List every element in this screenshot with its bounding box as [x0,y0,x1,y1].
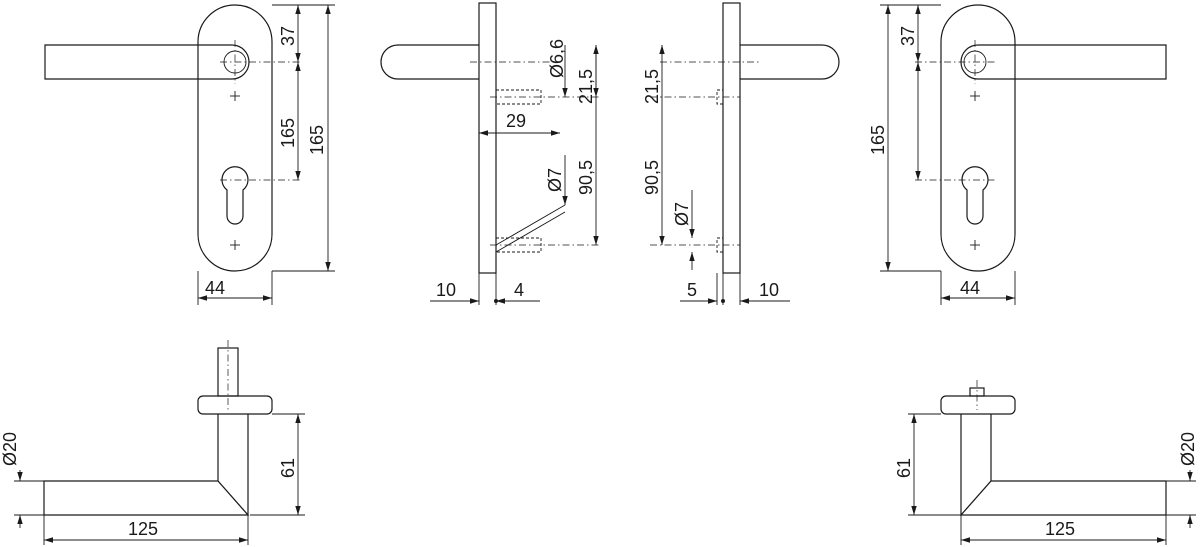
top-view-right: 61 Ø20 125 [894,380,1198,545]
cylinder-keyhole [961,166,989,225]
dimension-width: 44 [960,278,980,298]
pin-leader [495,211,566,253]
lower-pin-diameter: Ø7 [545,168,565,192]
lever-length: 125 [1045,519,1075,539]
lower-pin-diameter: Ø7 [672,202,692,226]
side-view-right: 21,5 90,5 Ø7 5 10 [642,2,840,305]
dimension-spacing: 165 [278,118,298,148]
rose-thickness: 10 [759,280,779,300]
upper-pin-diameter: Ø6,6 [547,39,567,78]
lever-diameter: Ø20 [0,432,20,466]
screw-mark [970,240,980,250]
lower-pin-stub [716,237,724,253]
lever-side-outline [740,44,840,80]
rose-outline [940,395,1016,415]
dimension-top-offset: 37 [278,26,298,46]
cylinder-keyhole [221,166,249,225]
pin-offset: 5 [687,280,697,300]
screw-mark [230,240,240,250]
rose-thickness: 10 [436,280,456,300]
lever-outline [960,44,1167,80]
upper-pin-spacing: 21,5 [576,69,596,104]
lever-top-outline [959,414,1167,516]
lever-side-outline [380,44,479,80]
upper-pin-stub [716,89,724,105]
rose-plate-outline [940,4,1016,272]
projection: 61 [278,458,298,478]
rose-side-outline [478,2,497,274]
projection: 61 [894,458,914,478]
pin-spacing: 90,5 [576,160,596,195]
upper-pin-spacing: 21,5 [642,69,662,104]
pin-leader [495,204,566,246]
pin-length: 29 [506,111,526,131]
lever-top-outline [43,414,250,516]
rose-outline [197,395,273,415]
lever-length: 125 [128,519,158,539]
screw-mark [230,91,240,101]
screw-mark [970,91,980,101]
pin-spacing: 90,5 [642,160,662,195]
rose-side-outline [722,2,741,274]
dimension-height: 165 [868,125,888,155]
side-view-left: 21,5 90,5 Ø6,6 Ø7 29 10 4 [380,2,600,305]
dimension-height: 165 [307,125,327,155]
top-view-left: Ø20 61 125 [0,340,305,545]
rose-plate-outline [197,4,273,272]
dimension-width: 44 [205,278,225,298]
front-view-right: 44 165 37 [868,4,1167,305]
dimension-top-offset: 37 [898,26,918,46]
lever-outline [44,44,250,80]
lever-diameter: Ø20 [1178,432,1198,466]
pin-offset: 4 [514,280,524,300]
front-view-left: 44 165 37 165 [44,4,335,305]
